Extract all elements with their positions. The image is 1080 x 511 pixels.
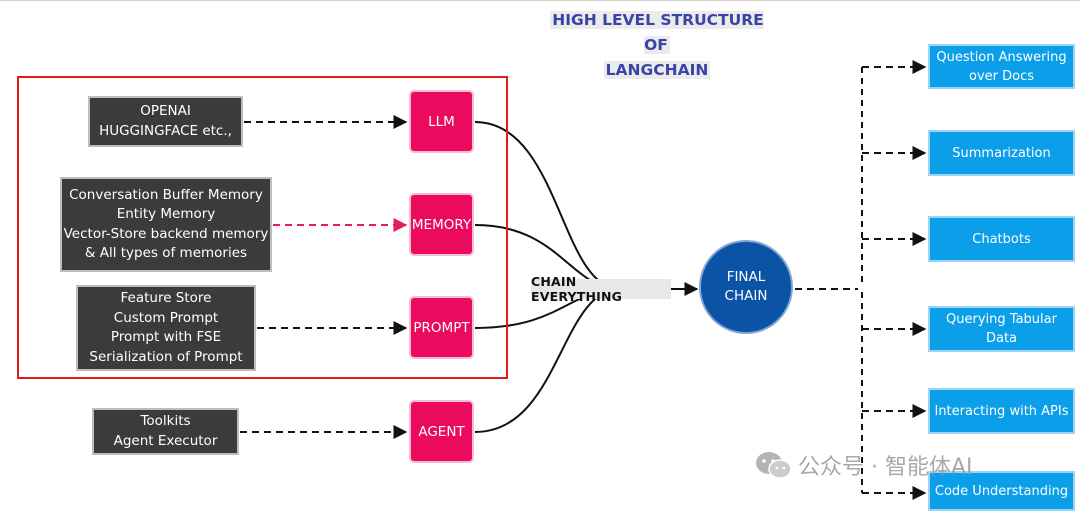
watermark-text: 公众号 · 智能体AI: [798, 455, 973, 480]
output-interacting-with-apis: Interacting with APIs: [928, 388, 1075, 434]
wechat-icon: [756, 452, 792, 479]
core-modules-frame: [17, 76, 508, 379]
title-line-1: HIGH LEVEL STRUCTURE OF: [550, 11, 764, 54]
output-chatbots: Chatbots: [928, 216, 1075, 262]
agent-source-box: Toolkits Agent Executor: [92, 408, 239, 455]
prompt-source-box: Feature Store Custom Prompt Prompt with …: [76, 285, 256, 371]
output-summarization: Summarization: [928, 130, 1075, 176]
llm-source-box: OPENAI HUGGINGFACE etc.,: [88, 96, 243, 147]
memory-node: MEMORY: [409, 193, 474, 256]
diagram-title: HIGH LEVEL STRUCTURE OF LANGCHAIN: [538, 8, 776, 83]
prompt-node: PROMPT: [409, 296, 474, 359]
agent-node: AGENT: [409, 400, 474, 463]
top-divider: [0, 0, 1080, 1]
memory-source-box: Conversation Buffer Memory Entity Memory…: [60, 177, 272, 272]
llm-node: LLM: [409, 90, 474, 153]
final-chain-node: FINAL CHAIN: [699, 240, 793, 334]
chain-everything-label: CHAIN EVERYTHING: [531, 274, 671, 304]
output-question-answering: Question Answering over Docs: [928, 44, 1075, 89]
title-line-2: LANGCHAIN: [603, 61, 711, 79]
output-querying-tabular-data: Querying Tabular Data: [928, 306, 1075, 352]
watermark: 公众号 · 智能体AI: [754, 449, 973, 481]
